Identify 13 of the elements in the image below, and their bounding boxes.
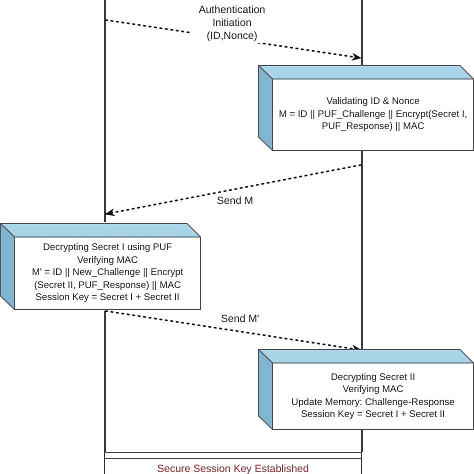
process-text: Session Key = Secret I + Secret II	[36, 292, 180, 305]
process-text: Verifying MAC	[77, 254, 138, 268]
process-text: Decrypting Secret I using PUF	[42, 242, 172, 255]
process-text: Validating ID & Nonce	[326, 96, 420, 109]
message-arrow	[104, 164, 362, 216]
process-text: M' = ID || New_Challenge || Encrypt (Secret II, PUF_Response) || MAC	[30, 267, 184, 292]
status-text: Secure Session Key Established	[157, 463, 309, 474]
process-text: Update Memory: Challenge-Response	[291, 396, 455, 409]
process-text: Decrypting Secret II	[330, 372, 416, 384]
status-band	[104, 452, 362, 474]
process-text: Verifying MAC	[342, 384, 404, 396]
process-text: M = ID || PUF_Challenge || Encrypt(Secret I, PUF_Response) || MAC	[278, 108, 468, 134]
process-text: Session Key = Secret I + Secret II	[301, 409, 445, 422]
